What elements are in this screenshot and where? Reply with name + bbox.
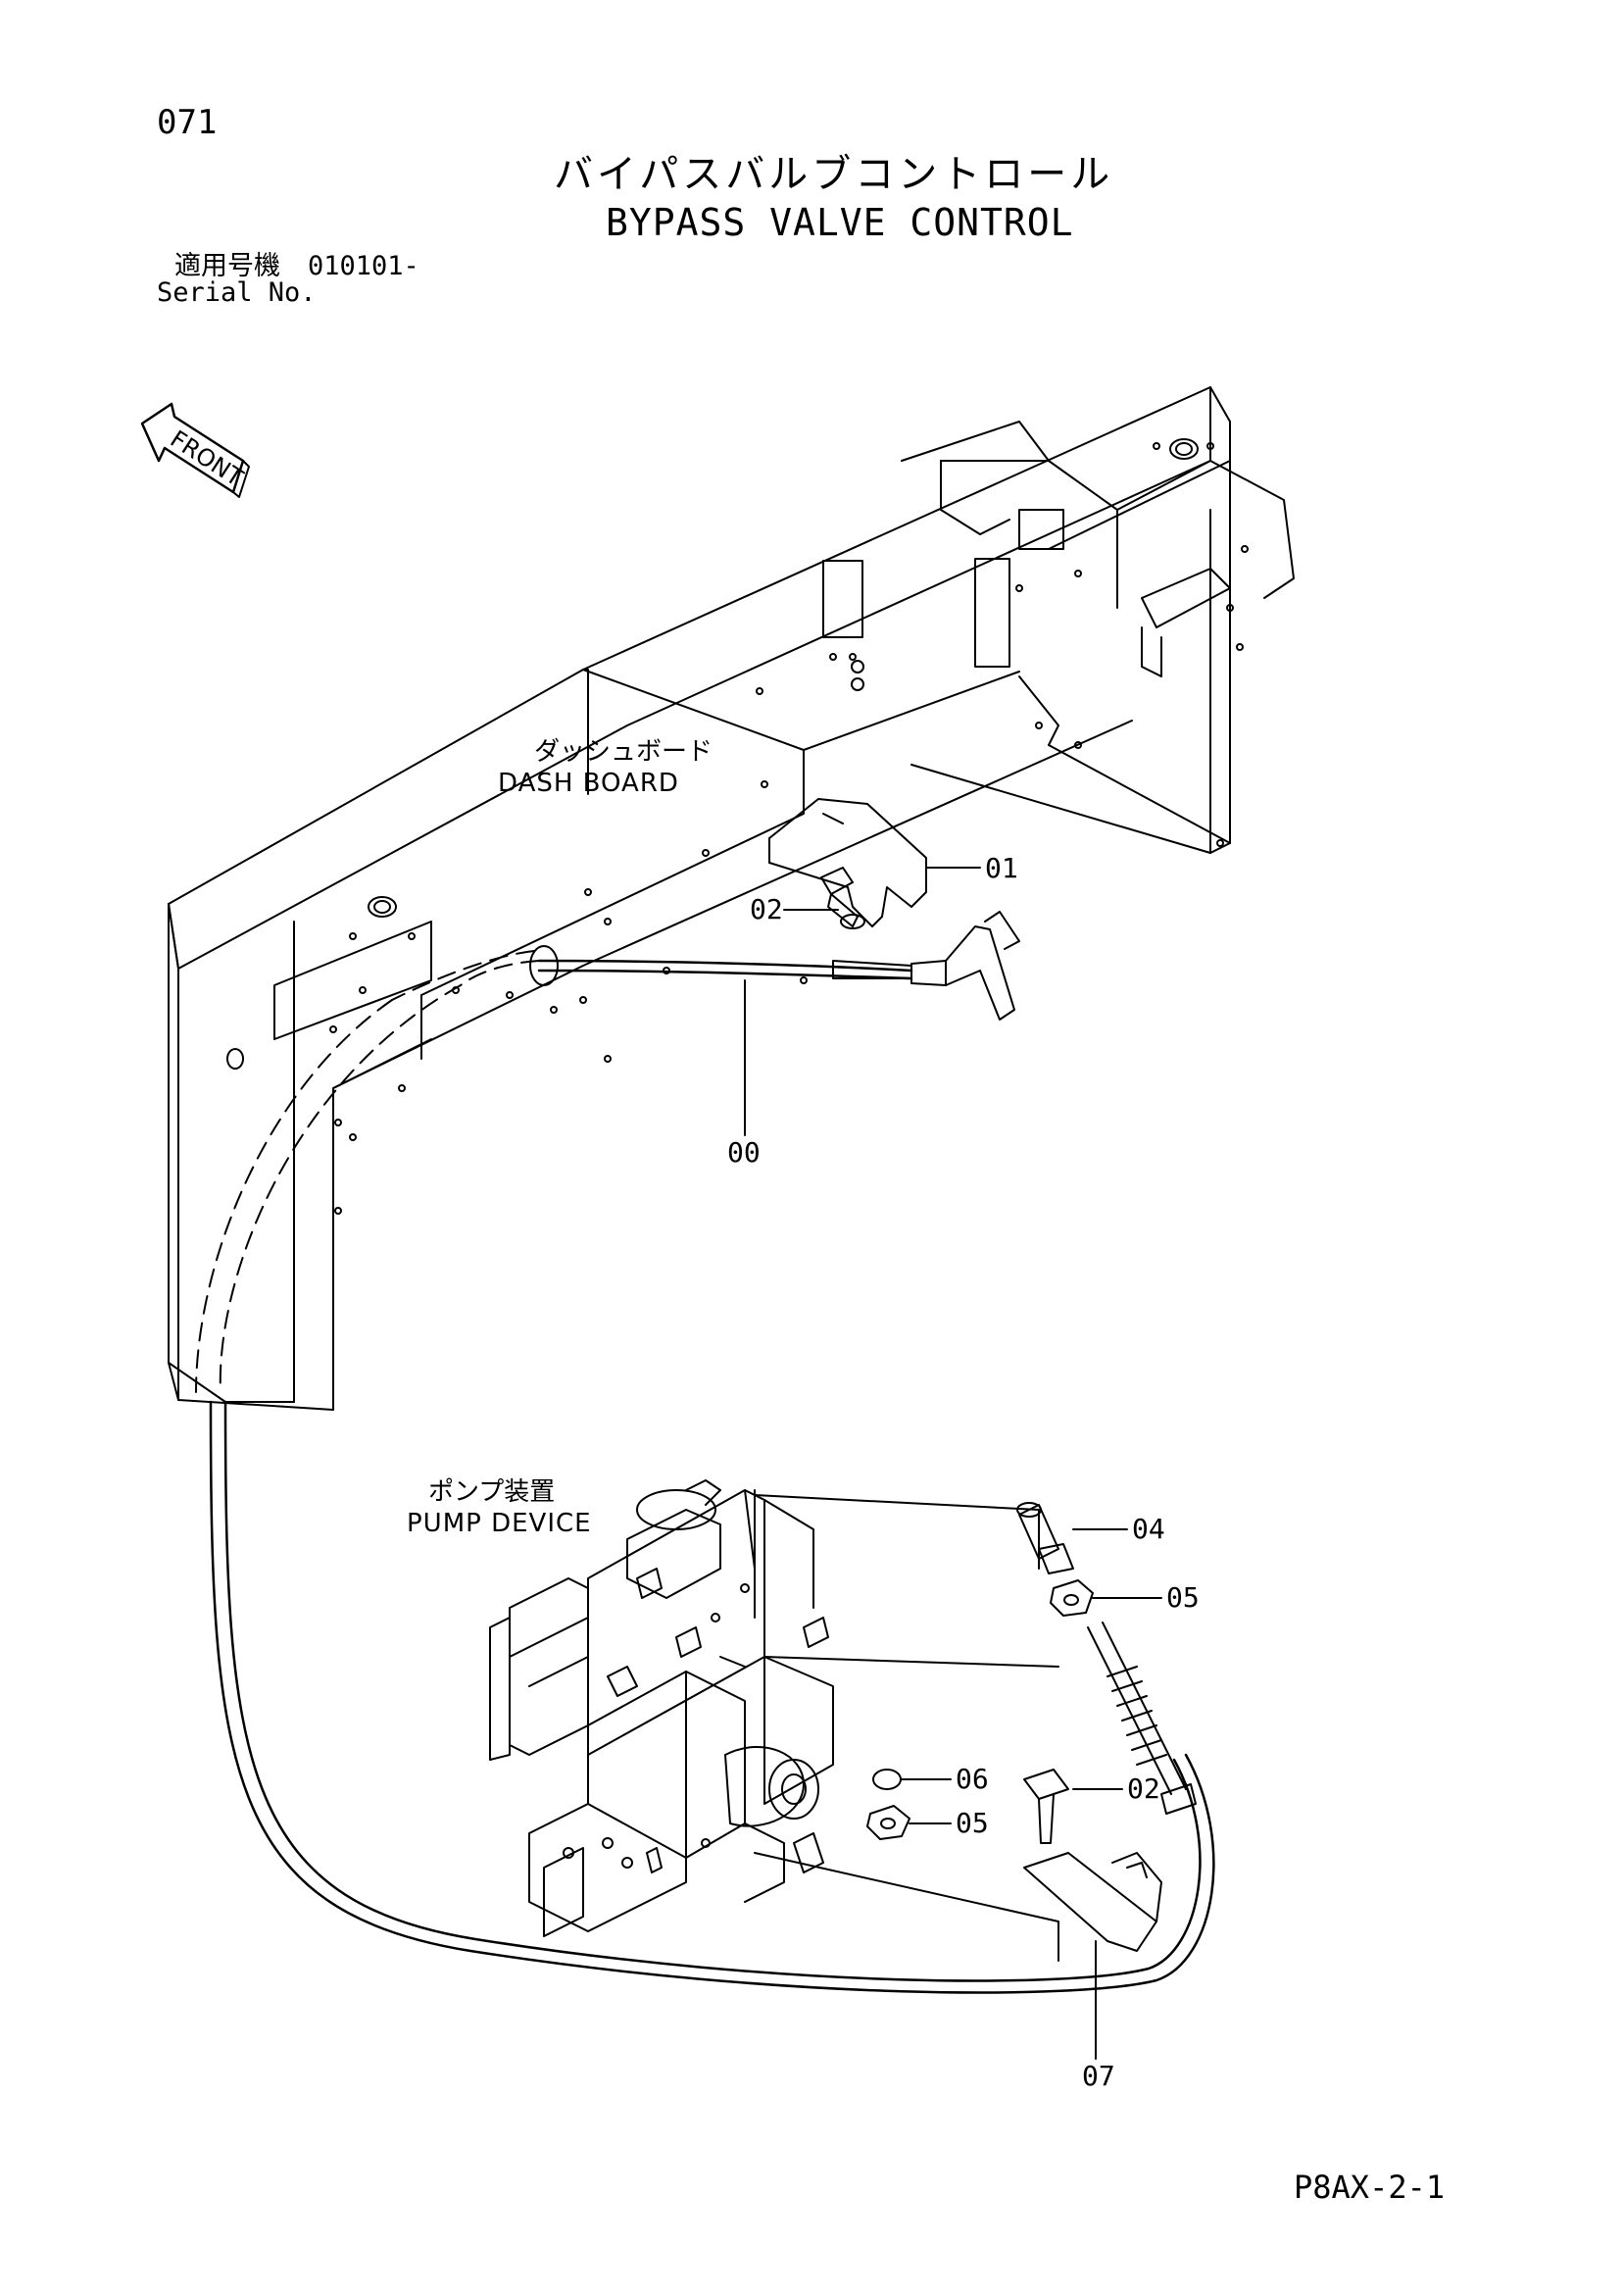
front-arrow-icon: FRONT (142, 404, 249, 497)
pump-device (490, 1480, 833, 1936)
page-number: 071 (157, 103, 218, 142)
serial-label-japanese: 適用号機 (174, 251, 280, 281)
callout-05-lower: 05 (956, 1807, 989, 1839)
serial-label-english: Serial No. (157, 277, 317, 308)
bolt-02-upper (784, 868, 864, 928)
title-japanese: バイパスバルブコントロール (554, 152, 1114, 197)
pump-device-label-japanese: ポンプ装置 (428, 1477, 556, 1507)
snap-ring-06 (873, 1770, 951, 1789)
mounting-holes (227, 439, 1248, 1214)
cable-end-spring (1088, 1622, 1196, 1814)
front-label: FRONT (166, 425, 248, 492)
pump-device-label-english: PUMP DEVICE (407, 1509, 592, 1538)
serial-number-value: 010101- (308, 251, 419, 281)
callout-00: 00 (727, 1136, 761, 1169)
title-english: BYPASS VALVE CONTROL (606, 201, 1074, 244)
drawing-code: P8AX-2-1 (1294, 2169, 1446, 2206)
callout-05-upper: 05 (1166, 1581, 1200, 1614)
callout-07: 07 (1082, 2060, 1115, 2092)
bracket-01 (769, 799, 980, 926)
control-cable-00 (196, 912, 1019, 1392)
callout-02-upper: 02 (750, 893, 783, 925)
callout-01: 01 (985, 852, 1018, 884)
callout-02-lower: 02 (1127, 1772, 1160, 1805)
bracket-07 (1024, 1853, 1161, 2059)
elbow-fitting-04 (1017, 1503, 1127, 1573)
nut-05-lower (867, 1806, 951, 1839)
bolt-02-lower (1024, 1770, 1122, 1843)
dash-board-label-japanese: ダッシュボード (534, 737, 713, 767)
dash-board-label-english: DASH BOARD (498, 769, 679, 798)
callout-04: 04 (1132, 1513, 1165, 1545)
leader-lines (720, 1495, 1058, 1961)
cable-loop (211, 1402, 1213, 1992)
dash-board-frame (169, 387, 1294, 1410)
nut-05-upper (1051, 1580, 1161, 1616)
callout-06: 06 (956, 1763, 989, 1795)
